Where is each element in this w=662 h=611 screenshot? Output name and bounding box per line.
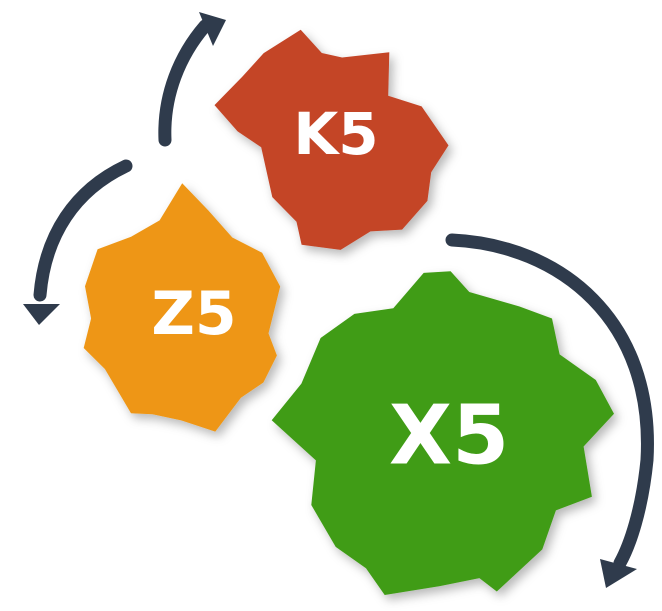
z5-gear-label: Z5 xyxy=(151,279,236,349)
left-arrowhead xyxy=(23,304,60,325)
rotation-arrows xyxy=(23,12,654,588)
z5-gear-shape xyxy=(83,183,281,432)
x5-gear-label: X5 xyxy=(389,389,509,484)
k5-gear-shape xyxy=(214,29,449,250)
top-left-arrow xyxy=(158,19,212,147)
x5-gear: X5 xyxy=(271,271,614,595)
k5-gear: K5 xyxy=(214,29,449,250)
top-left-arrowhead xyxy=(199,12,226,46)
k5-gear-label: K5 xyxy=(293,100,378,168)
z5-gear: Z5 xyxy=(83,183,281,432)
x5-gear-shape xyxy=(271,271,614,595)
right-arrowhead xyxy=(600,559,637,588)
left-arrow xyxy=(33,159,133,302)
right-arrow xyxy=(445,233,654,570)
